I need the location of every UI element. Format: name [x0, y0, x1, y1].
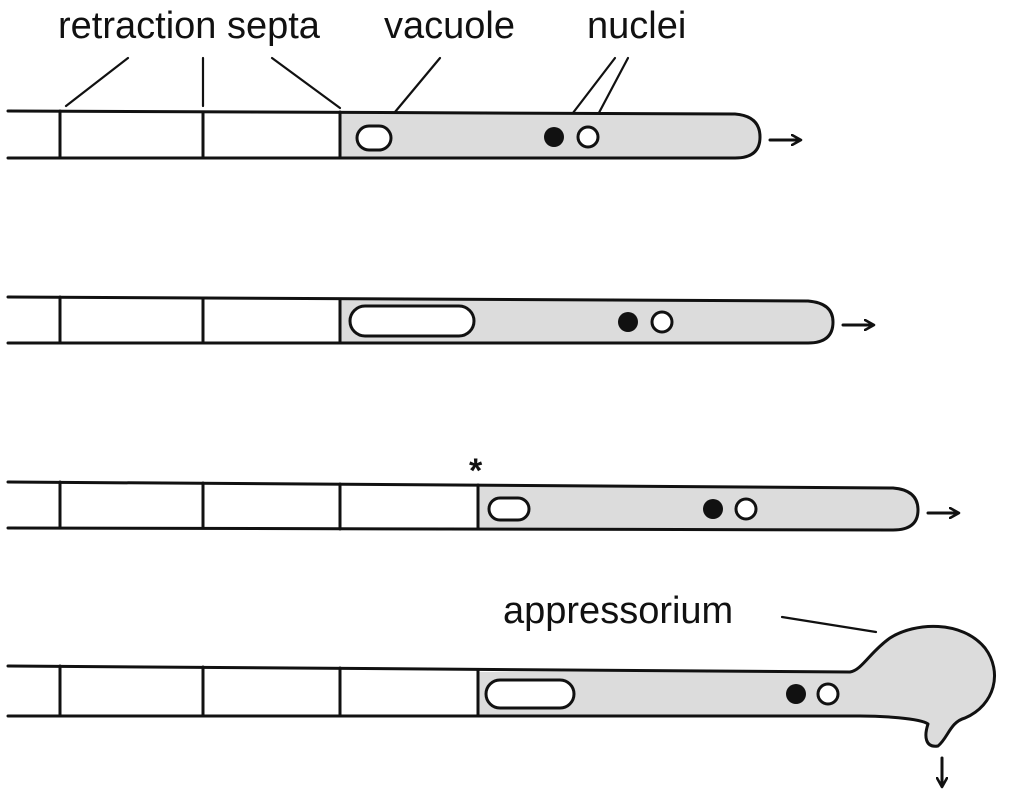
label-appressorium: appressorium — [503, 590, 733, 632]
label-nuclei: nuclei — [587, 5, 686, 47]
nucleus-light — [650, 310, 674, 334]
hyphal-wall — [6, 624, 996, 748]
leader-line-appressorium — [780, 615, 878, 634]
vacuole — [348, 304, 476, 338]
vacuole — [355, 124, 393, 152]
nucleus-dark — [703, 499, 723, 519]
nucleus-light — [816, 682, 840, 706]
vacuole — [484, 678, 576, 710]
vacuole — [487, 496, 531, 522]
nucleus-dark — [618, 312, 638, 332]
hypha-panel-3: * — [6, 452, 958, 532]
nucleus-dark — [786, 684, 806, 704]
label-vacuole: vacuole — [384, 5, 515, 47]
hypha-panel-4: appressorium — [6, 590, 996, 786]
cytoplasm-region — [478, 626, 995, 747]
hypha-panel-2 — [6, 295, 873, 345]
nucleus-light — [576, 125, 600, 149]
hyphal-wall — [6, 295, 835, 345]
hyphal-wall-top — [6, 109, 762, 160]
nucleus-dark — [544, 127, 564, 147]
label-retraction-septa: retraction septa — [58, 5, 321, 47]
nucleus-light — [734, 497, 758, 521]
new-septum-marker: * — [469, 452, 483, 490]
leader-lines-top — [64, 56, 630, 126]
hypha-panel-1 — [6, 109, 800, 160]
cytoplasm-region — [478, 486, 918, 530]
hyphal-wall — [6, 480, 920, 532]
